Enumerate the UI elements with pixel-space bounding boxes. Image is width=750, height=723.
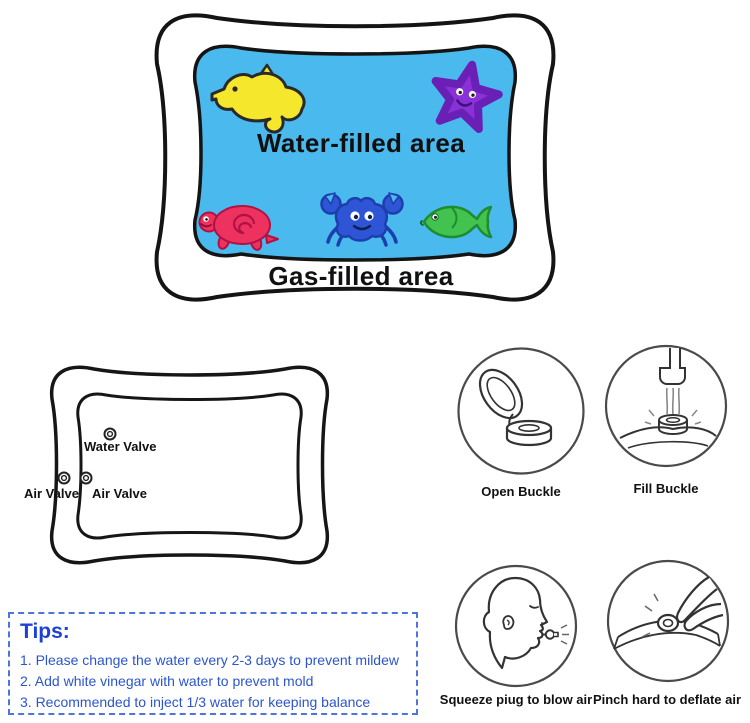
water-mat-illustration	[154, 13, 556, 302]
air-valve-label-2: Air Valve	[92, 486, 147, 501]
deflate-air-icon	[606, 559, 730, 683]
tips-title: Tips:	[20, 620, 70, 643]
open-buckle-caption: Open Buckle	[481, 484, 561, 499]
deflate-air-caption: Pinch hard to deflate air	[592, 692, 742, 707]
fill-buckle-caption: Fill Buckle	[633, 481, 699, 496]
starfish-icon	[431, 60, 503, 134]
valve-mat-outer-shape	[49, 365, 330, 565]
open-buckle-icon	[457, 347, 585, 475]
water-valve-icon	[103, 427, 117, 441]
tips-box: Tips: 1. Please change the water every 2…	[8, 612, 418, 715]
tip-item-1: 1. Please change the water every 2-3 day…	[20, 652, 399, 668]
valve-mat-illustration	[49, 365, 330, 565]
air-valve-icon-2	[79, 471, 93, 485]
air-valve-icon-1	[57, 471, 71, 485]
crab-icon	[320, 192, 404, 247]
water-valve-label: Water Valve	[84, 439, 157, 454]
blow-air-caption: Squeeze piug to blow air	[439, 692, 593, 707]
tip-item-2: 2. Add white vinegar with water to preve…	[20, 673, 314, 689]
air-valve-label-1: Air Valve	[24, 486, 79, 501]
seahorse-icon	[210, 63, 306, 134]
valve-mat-inner-shape	[76, 392, 303, 540]
tip-item-3: 3. Recommended to inject 1/3 water for k…	[20, 694, 371, 710]
water-area-label: Water-filled area	[256, 128, 466, 158]
turtle-icon	[198, 205, 279, 251]
fish-icon	[419, 205, 493, 239]
fill-buckle-icon	[604, 344, 728, 468]
gas-area-label: Gas-filled area	[268, 261, 454, 291]
blow-air-icon	[454, 564, 578, 688]
